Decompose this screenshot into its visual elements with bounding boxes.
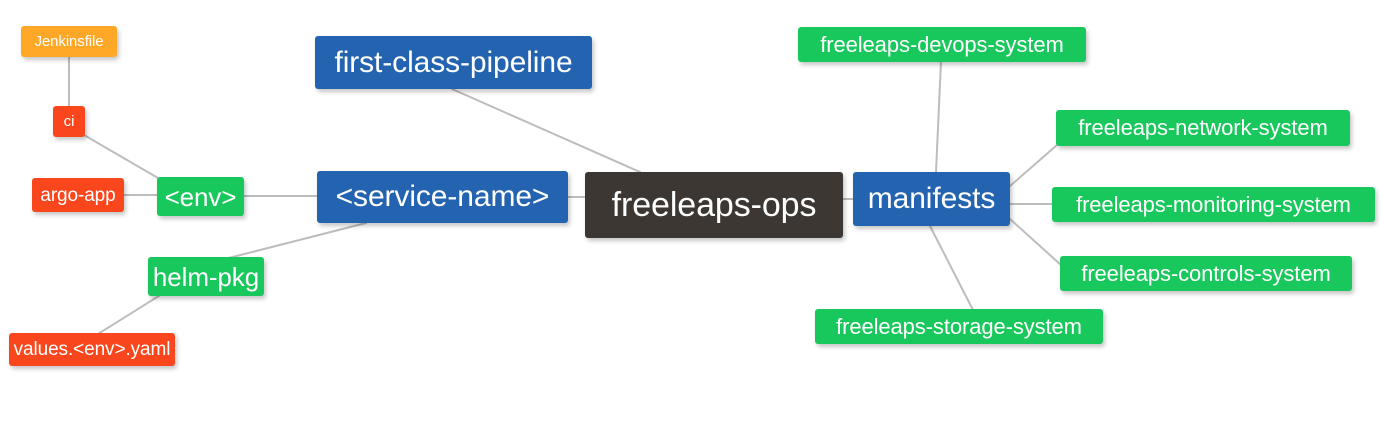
node-label: freeleaps-ops <box>611 186 817 224</box>
node-label: ci <box>63 113 75 130</box>
node-helm-pkg[interactable]: helm-pkg <box>148 257 264 296</box>
node-manifests[interactable]: manifests <box>853 172 1010 226</box>
node-label: first-class-pipeline <box>334 45 573 79</box>
node-jenkinsfile[interactable]: Jenkinsfile <box>21 26 117 57</box>
node-label: values.<env>.yaml <box>13 339 171 360</box>
node-env[interactable]: <env> <box>157 177 244 216</box>
node-service-name[interactable]: <service-name> <box>317 171 568 223</box>
edge-helm-pkg-values-yaml <box>97 293 163 335</box>
node-values-yaml[interactable]: values.<env>.yaml <box>9 333 175 366</box>
node-label: <env> <box>164 181 237 212</box>
node-ci[interactable]: ci <box>53 106 85 137</box>
edge-manifests-network-system <box>1009 144 1058 187</box>
node-first-class-pipeline[interactable]: first-class-pipeline <box>315 36 592 89</box>
node-argo-app[interactable]: argo-app <box>32 178 124 212</box>
edge-root-first-class-pipeline <box>451 88 641 173</box>
node-freeleaps-storage-system[interactable]: freeleaps-storage-system <box>815 309 1103 344</box>
edge-manifests-controls-system <box>1009 218 1062 266</box>
node-label: helm-pkg <box>152 261 260 292</box>
node-label: <service-name> <box>335 180 550 213</box>
node-freeleaps-devops-system[interactable]: freeleaps-devops-system <box>798 27 1086 62</box>
node-freeleaps-ops-root[interactable]: freeleaps-ops <box>585 172 843 238</box>
edge-manifests-devops-system <box>935 60 942 173</box>
node-label: freeleaps-storage-system <box>836 313 1082 339</box>
node-freeleaps-network-system[interactable]: freeleaps-network-system <box>1056 110 1350 146</box>
node-label: freeleaps-monitoring-system <box>1076 191 1351 217</box>
node-label: freeleaps-controls-system <box>1081 260 1331 286</box>
edge-manifests-storage-system <box>929 225 974 311</box>
node-freeleaps-monitoring-system[interactable]: freeleaps-monitoring-system <box>1052 187 1375 222</box>
node-label: freeleaps-devops-system <box>820 31 1064 57</box>
node-freeleaps-controls-system[interactable]: freeleaps-controls-system <box>1060 256 1352 291</box>
node-label: Jenkinsfile <box>34 33 104 50</box>
node-label: argo-app <box>40 184 116 206</box>
node-label: manifests <box>867 182 996 215</box>
node-label: freeleaps-network-system <box>1078 115 1328 140</box>
edge-env-ci <box>83 134 159 179</box>
